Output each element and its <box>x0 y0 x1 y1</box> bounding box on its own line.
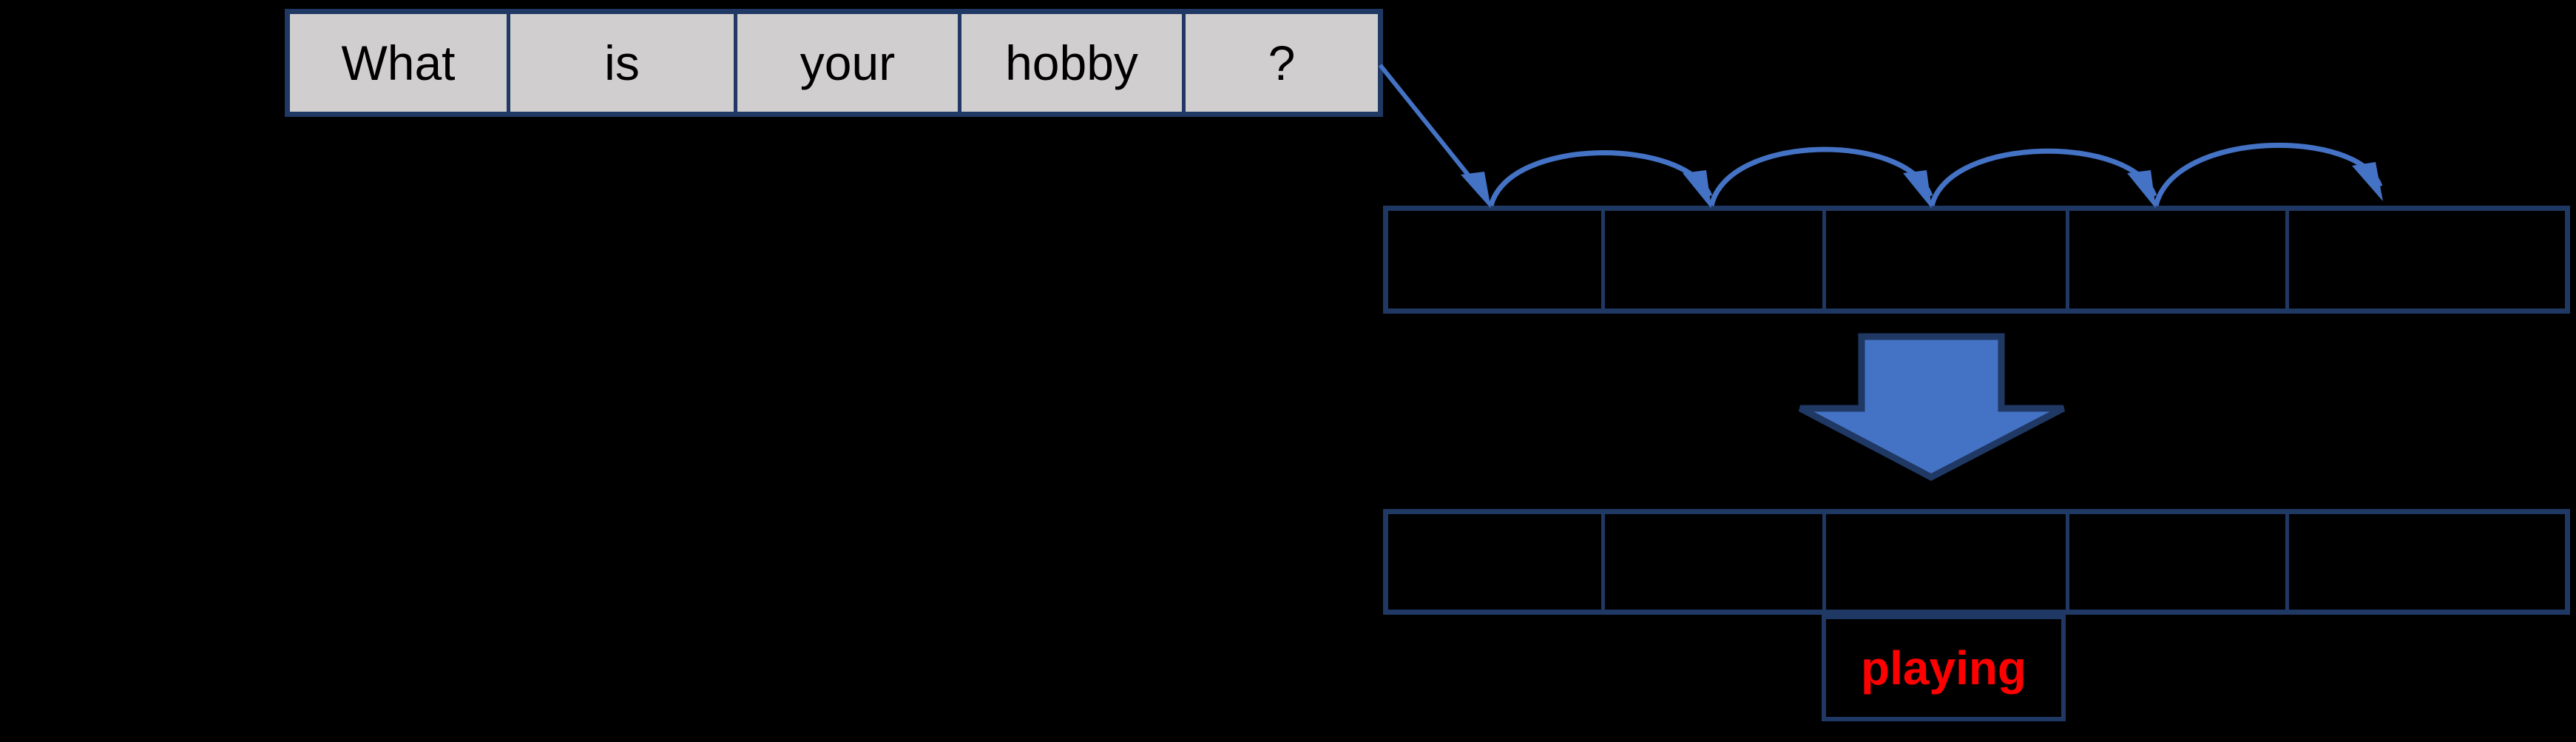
decoder-cell-2[interactable] <box>1826 514 2069 610</box>
input-cell-4-label: ? <box>1268 36 1296 90</box>
input-cell-3-label: hobby <box>1005 36 1138 90</box>
encoder-cell-4[interactable] <box>2289 211 2566 308</box>
decoder-cell-0[interactable] <box>1388 514 1605 610</box>
encoder-cell-3[interactable] <box>2069 211 2290 308</box>
encoder-hop-arrow-2 <box>1708 146 1933 209</box>
input-cell-2[interactable]: your <box>737 14 961 112</box>
encoder-cell-0[interactable] <box>1388 211 1605 308</box>
encoder-slots-table <box>1383 206 2570 314</box>
input-cell-0[interactable]: What <box>290 14 510 112</box>
decoder-cell-1[interactable] <box>1604 514 1827 610</box>
encoder-hop-arrow-3 <box>1929 148 2157 209</box>
input-cell-1-label: is <box>604 36 640 90</box>
input-cell-4[interactable]: ? <box>1186 14 1378 112</box>
input-sentence-table: What is your hobby ? <box>285 9 1383 117</box>
encoder-cell-2[interactable] <box>1826 211 2069 308</box>
predicted-token-label: playing <box>1860 641 2027 695</box>
input-cell-0-label: What <box>341 36 456 90</box>
decoder-cell-4[interactable] <box>2289 514 2566 610</box>
input-cell-2-label: your <box>799 36 896 90</box>
decoder-slots-table <box>1383 509 2570 615</box>
input-cell-3[interactable]: hobby <box>961 14 1186 112</box>
source-to-encoder-arrow <box>1378 64 1491 209</box>
encoder-cell-1[interactable] <box>1604 211 1827 308</box>
encoder-to-decoder-arrow <box>1798 333 2066 482</box>
encoder-hop-arrow-4 <box>2153 142 2383 206</box>
input-cell-1[interactable]: is <box>510 14 737 112</box>
decoder-cell-3[interactable] <box>2069 514 2290 610</box>
encoder-hop-arrow-1 <box>1488 150 1713 209</box>
predicted-token-cell[interactable]: playing <box>1822 615 2066 721</box>
